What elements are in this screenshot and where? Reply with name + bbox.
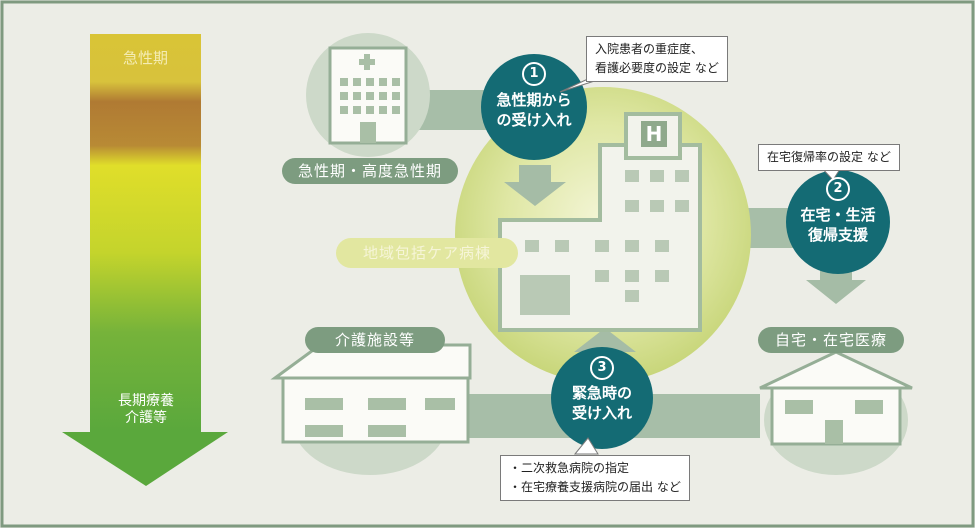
community-care-ward-building: [498, 112, 702, 332]
function-circle-2: [786, 170, 890, 274]
care-facility-building-icon: [270, 343, 472, 475]
function-number-1: 1: [522, 62, 546, 86]
hospital-sign: H: [641, 121, 667, 147]
function-note-2: 在宅復帰率の設定 など: [758, 144, 900, 171]
acute-hospital-label: 急性期・高度急性期: [282, 158, 458, 184]
arrow-to-home: [806, 262, 866, 304]
house-icon: [759, 350, 913, 475]
community-care-ward-label: 地域包括ケア病棟: [336, 238, 518, 268]
acute-phase-label: 急性期: [122, 49, 168, 67]
function-text-2: 在宅・生活 復帰支援: [800, 206, 876, 244]
hospital-building-icon: [306, 33, 430, 157]
function-text-1: 急性期から の受け入れ: [496, 91, 572, 129]
function-number-3: 3: [590, 356, 614, 380]
long-term-care-label: 長期療養 介護等: [118, 393, 174, 426]
care-facility-label: 介護施設等: [305, 327, 445, 353]
function-note-1: 入院患者の重症度、 看護必要度の設定 など: [586, 36, 728, 82]
function-text-3: 緊急時の 受け入れ: [571, 384, 632, 422]
function-circle-3: [551, 347, 653, 449]
function-number-2: 2: [826, 177, 850, 201]
arrow-from-acute: [504, 165, 566, 206]
home-care-label: 自宅・在宅医療: [758, 327, 904, 353]
function-note-3: ・二次救急病院の指定 ・在宅療養支援病院の届出 など: [500, 455, 690, 501]
function-circle-1: [481, 54, 587, 160]
acuity-gradient-arrow: [62, 34, 228, 486]
